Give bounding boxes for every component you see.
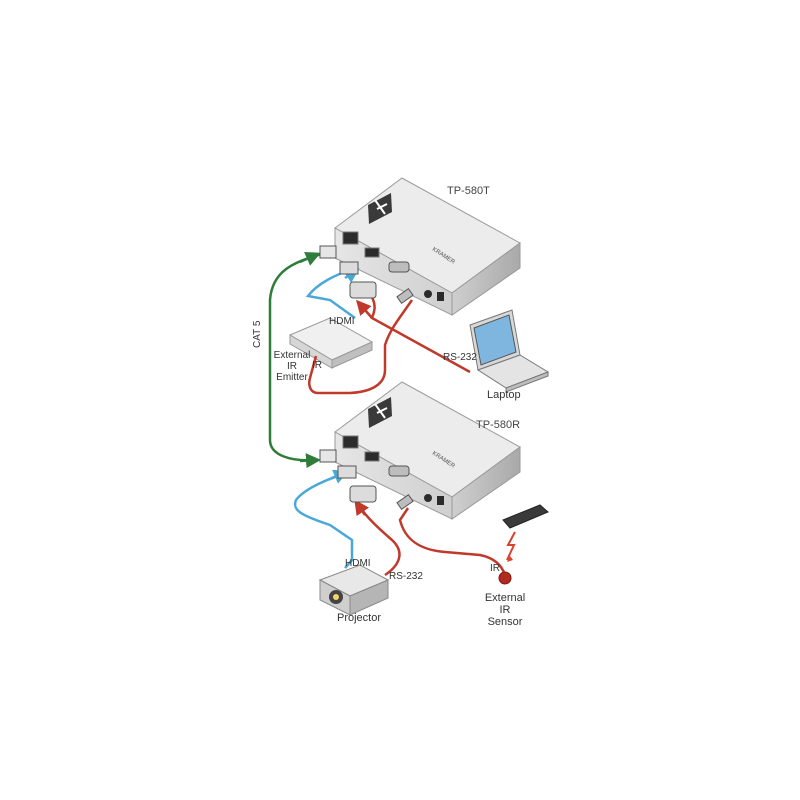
ir-tx-label: IR <box>312 360 322 371</box>
transmitter-logo <box>368 193 392 224</box>
transmitter-label: TP-580T <box>447 185 490 197</box>
cat5-label: CAT 5 <box>252 320 263 348</box>
hdmi-cable-tx <box>305 261 360 320</box>
transmitter-side <box>451 242 521 316</box>
rx-power-port <box>437 496 444 505</box>
remote-control <box>502 504 549 529</box>
rx-hdmi-port <box>364 451 380 462</box>
tx-lan-port <box>342 231 359 245</box>
sensor-label-line2: IR <box>499 604 511 616</box>
laptop-image <box>469 309 550 393</box>
receiver-label: TP-580R <box>476 419 521 431</box>
cat5-cable <box>268 245 337 469</box>
ir-rx-label: IR <box>490 563 500 574</box>
rx-rs232-port <box>388 465 410 477</box>
emitter-label-line3: Emitter <box>276 372 308 383</box>
rs232-rx-label: RS-232 <box>389 571 423 582</box>
hdmi-source-box <box>288 317 374 369</box>
rx-ir-port <box>424 494 432 502</box>
tx-ir-port <box>424 290 432 298</box>
rs232-cable-tx <box>349 281 471 374</box>
emitter-label-line1: External <box>273 350 311 361</box>
receiver-device: KRAMER <box>334 381 521 520</box>
tx-power-port <box>437 292 444 301</box>
ir-cable-tx <box>308 288 414 395</box>
hdmi-rx-label: HDMI <box>345 558 371 569</box>
hdmi-tx-label: HDMI <box>329 316 355 327</box>
emitter-label-line2: IR <box>287 361 297 372</box>
receiver-side <box>451 446 521 520</box>
projector-label: Projector <box>337 612 382 624</box>
ir-signal-bolt <box>506 531 516 562</box>
ir-cable-rx <box>396 494 507 576</box>
sensor-label-line1: External <box>484 592 526 604</box>
transmitter-device: KRAMER <box>334 177 521 316</box>
receiver-logo <box>368 397 392 428</box>
ir-sensor <box>498 571 512 585</box>
laptop-label: Laptop <box>487 389 521 401</box>
tx-hdmi-port <box>364 247 380 258</box>
rs232-tx-label: RS-232 <box>443 352 477 363</box>
hdmi-cable-rx <box>293 465 357 569</box>
rs232-cable-rx <box>349 485 401 577</box>
sensor-label-line3: Sensor <box>487 616 523 628</box>
tx-rs232-port <box>388 261 410 273</box>
projector-image <box>318 564 390 616</box>
rx-lan-port <box>342 435 359 449</box>
